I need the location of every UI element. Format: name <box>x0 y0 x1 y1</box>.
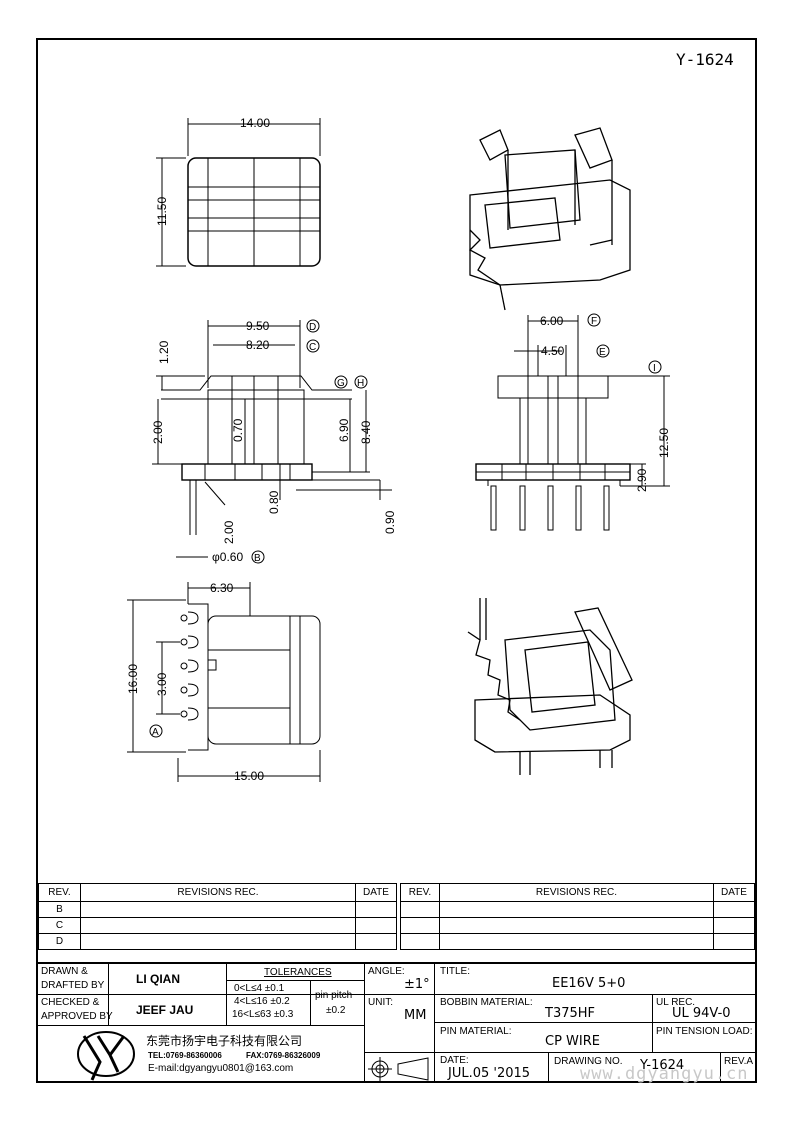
rev-row-c: C <box>38 917 81 934</box>
company-tel: TEL:0769-86360006 <box>148 1051 222 1060</box>
title-label: TITLE: <box>440 966 471 977</box>
drawn-label: DRAWN & <box>41 966 88 977</box>
tolerance-2: 4<L≤16 ±0.2 <box>234 996 290 1007</box>
rec-header-2: REVISIONS REC. <box>439 883 714 902</box>
dim-120: 1.20 <box>157 340 171 364</box>
rev-header: REV. <box>38 883 81 902</box>
drawn-by: LI QIAN <box>136 972 180 986</box>
revisions-table-left: REV. REVISIONS REC. DATE B C D <box>38 883 397 950</box>
callout-a: A <box>152 727 159 738</box>
dim-450: 4.50 <box>541 344 565 358</box>
revisions-table-right: REV. REVISIONS REC. DATE <box>400 883 755 950</box>
title-value: EE16V 5+0 <box>552 976 626 991</box>
tolerance-3: 16<L≤63 ±0.3 <box>232 1009 294 1020</box>
callout-c: C <box>309 342 316 353</box>
dim-1600: 16.00 <box>126 664 140 694</box>
dim-200b: 2.00 <box>222 520 236 544</box>
pin-pitch-value: ±0.2 <box>326 1005 346 1016</box>
dim-070: 0.70 <box>231 418 245 442</box>
dim-200: 2.00 <box>151 420 165 444</box>
dim-080: 0.80 <box>267 490 281 514</box>
callout-f: F <box>591 316 597 327</box>
pin-pitch-label: pin pitch <box>315 990 353 1001</box>
drawing-no-value: Y-1624 <box>640 1058 685 1073</box>
dim-840: 8.40 <box>359 420 373 444</box>
callouts <box>149 313 662 738</box>
pin-material-value: CP WIRE <box>545 1034 600 1049</box>
angle-label: ANGLE: <box>368 966 405 977</box>
pin-tension-label: PIN TENSION LOAD: <box>656 1026 753 1037</box>
callout-i: I <box>653 363 656 374</box>
dim-pin-dia: φ0.60 <box>212 550 243 564</box>
callout-g: G <box>337 378 345 389</box>
drafted-label: DRAFTED BY <box>41 980 105 991</box>
drawing-no-label: DRAWING NO. <box>554 1056 623 1067</box>
date-label: DATE: <box>440 1055 469 1066</box>
ul-value: UL 94V-0 <box>672 1006 731 1021</box>
callout-e: E <box>599 347 606 358</box>
bottom-view <box>127 582 321 782</box>
watermark: www.dgyangyu.cn <box>580 1064 749 1084</box>
bobbin-value: T375HF <box>545 1006 596 1021</box>
top-view <box>156 118 321 267</box>
callout-b: B <box>254 553 261 564</box>
date-header: DATE <box>355 883 397 902</box>
callout-h: H <box>357 378 364 389</box>
dim-820: 8.20 <box>246 338 270 352</box>
dim-090: 0.90 <box>383 510 397 534</box>
company-name: 东莞市扬宇电子科技有限公司 <box>146 1034 303 1048</box>
rec-header: REVISIONS REC. <box>80 883 356 902</box>
rev-label: REV.A <box>724 1056 754 1067</box>
callout-d: D <box>309 322 316 333</box>
date-header-2: DATE <box>713 883 755 902</box>
pin-material-label: PIN MATERIAL: <box>440 1026 512 1037</box>
tolerance-1: 0<L≤4 ±0.1 <box>234 983 285 994</box>
dim-1500: 15.00 <box>234 769 264 783</box>
company-email: E-mail:dgyangyu0801@163.com <box>148 1063 294 1074</box>
unit-label: UNIT: <box>368 997 393 1008</box>
projection-symbol-icon <box>368 1057 429 1081</box>
drawing-number: Y-1624 <box>676 50 734 69</box>
unit-value: MM <box>404 1008 427 1023</box>
dim-1250: 12.50 <box>657 428 671 458</box>
angle-value: ±1° <box>404 977 430 992</box>
iso-view-top <box>468 127 631 311</box>
company-logo <box>77 1031 135 1081</box>
front-view <box>152 320 392 558</box>
dim-top-height: 11.50 <box>155 197 169 226</box>
tolerances-label: TOLERANCES <box>264 967 332 978</box>
dim-300: 3.00 <box>155 672 169 696</box>
dim-950: 9.50 <box>246 319 270 333</box>
dim-290: 2.90 <box>635 468 649 492</box>
checked-label: CHECKED & <box>41 997 100 1008</box>
company-fax: FAX:0769-86326009 <box>246 1051 321 1060</box>
dim-630: 6.30 <box>210 581 234 595</box>
drawing-frame <box>36 38 757 1083</box>
approved-label: APPROVED BY <box>41 1011 113 1022</box>
side-view <box>475 315 670 531</box>
date-value: JUL.05 '2015 <box>448 1066 531 1081</box>
ul-label: UL REC. <box>656 997 696 1008</box>
rev-header-2: REV. <box>400 883 440 902</box>
rev-row-b: B <box>38 901 81 918</box>
dim-690: 6.90 <box>337 418 351 442</box>
iso-view-bottom <box>467 598 633 775</box>
bobbin-label: BOBBIN MATERIAL: <box>440 997 533 1008</box>
dim-top-width: 14.00 <box>240 116 270 130</box>
dim-600: 6.00 <box>540 314 564 328</box>
checked-by: JEEF JAU <box>136 1003 194 1017</box>
rev-row-d: D <box>38 933 81 950</box>
